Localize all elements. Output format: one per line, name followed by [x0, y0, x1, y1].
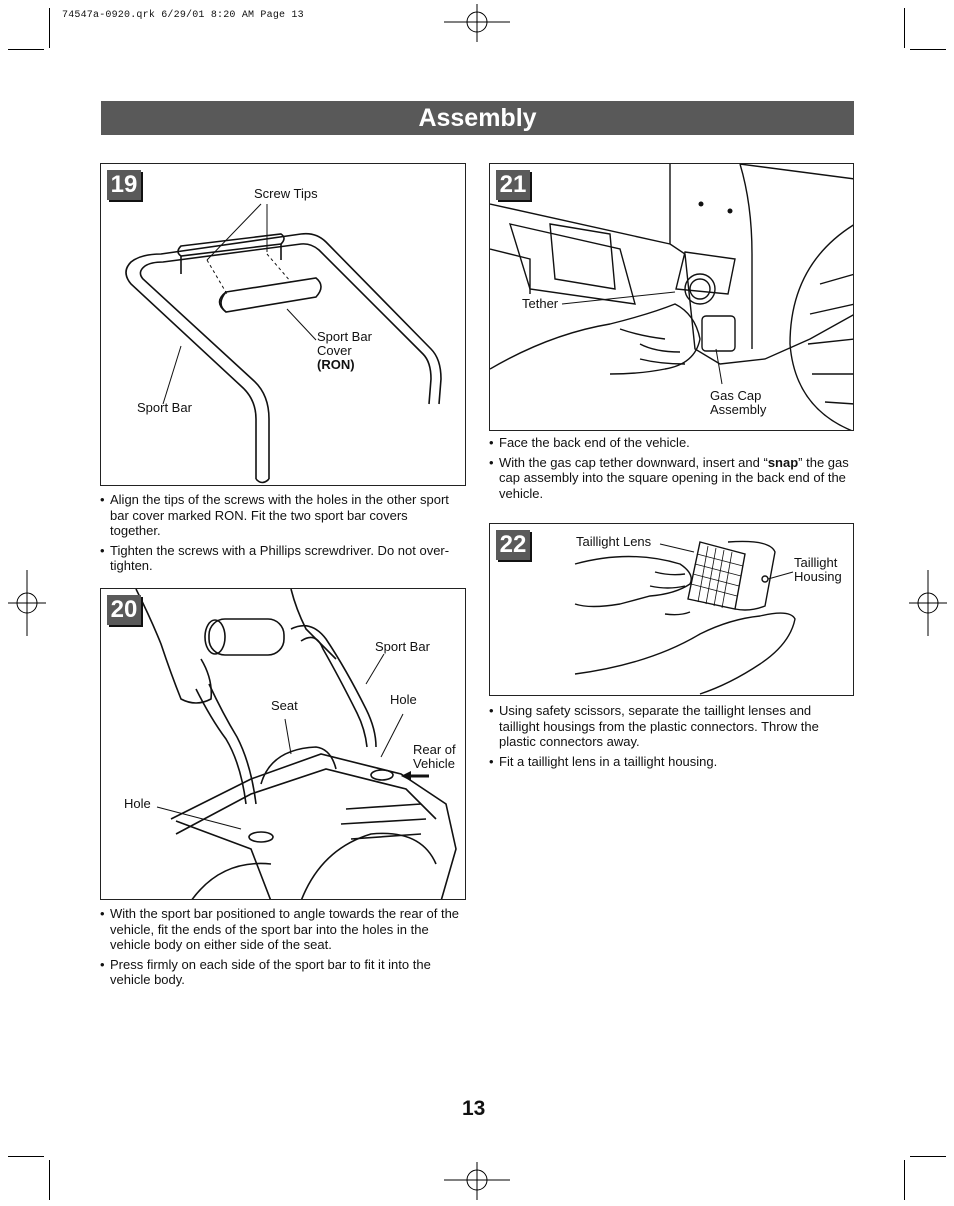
label-sport-bar-cover: Sport Bar Cover (RON)	[317, 329, 372, 372]
print-slug: 74547a-0920.qrk 6/29/01 8:20 AM Page 13	[62, 10, 304, 21]
instruction: Tighten the screws with a Phillips screw…	[100, 543, 460, 574]
step-number: 20	[107, 595, 141, 625]
label-sport-bar: Sport Bar	[375, 639, 430, 654]
sport-bar-install-drawing	[135, 589, 457, 899]
label-tether: Tether	[522, 296, 559, 311]
sport-bar-cover-drawing	[125, 203, 442, 484]
gas-cap-drawing	[490, 164, 853, 430]
instruction: Press firmly on each side of the sport b…	[100, 957, 468, 988]
label-screw-tips: Screw Tips	[254, 186, 318, 201]
label-taillight-housing: Taillight Housing	[794, 555, 842, 584]
instruction: Align the tips of the screws with the ho…	[100, 492, 460, 539]
step-19-illustration: 19 Screw Tips Sport Bar Cover (RON) Spor…	[100, 163, 466, 486]
step-number: 19	[107, 170, 141, 200]
instruction: Face the back end of the vehicle.	[489, 435, 853, 451]
step-20-illustration: 20 Sport Bar Seat Hole Rear of Vehicle H…	[100, 588, 466, 900]
label-gas-cap-assembly: Gas Cap Assembly	[710, 388, 767, 417]
instruction: With the sport bar positioned to angle t…	[100, 906, 468, 953]
step-20-instructions: With the sport bar positioned to angle t…	[100, 906, 468, 992]
step-number: 21	[496, 170, 530, 200]
section-title: Assembly	[101, 101, 854, 135]
step-number: 22	[496, 530, 530, 560]
step-22-illustration: 22 Taillight Lens Taillight Housing	[489, 523, 854, 696]
label-rear-of-vehicle: Rear of Vehicle	[413, 742, 456, 771]
label-hole-right: Hole	[390, 692, 417, 707]
label-hole-left: Hole	[124, 796, 151, 811]
instruction: Using safety scissors, separate the tail…	[489, 703, 853, 750]
label-seat: Seat	[271, 698, 298, 713]
page-number: 13	[462, 1097, 486, 1120]
instruction: With the gas cap tether downward, insert…	[489, 455, 853, 502]
step-19-instructions: Align the tips of the screws with the ho…	[100, 492, 460, 578]
taillight-drawing	[574, 540, 796, 695]
step-21-illustration: 21 Tether Gas Cap Assembly	[489, 163, 854, 431]
step-22-instructions: Using safety scissors, separate the tail…	[489, 703, 853, 773]
label-sport-bar: Sport Bar	[137, 400, 192, 415]
label-taillight-lens: Taillight Lens	[576, 534, 652, 549]
step-21-instructions: Face the back end of the vehicle. With t…	[489, 435, 853, 505]
instruction: Fit a taillight lens in a taillight hous…	[489, 754, 853, 770]
